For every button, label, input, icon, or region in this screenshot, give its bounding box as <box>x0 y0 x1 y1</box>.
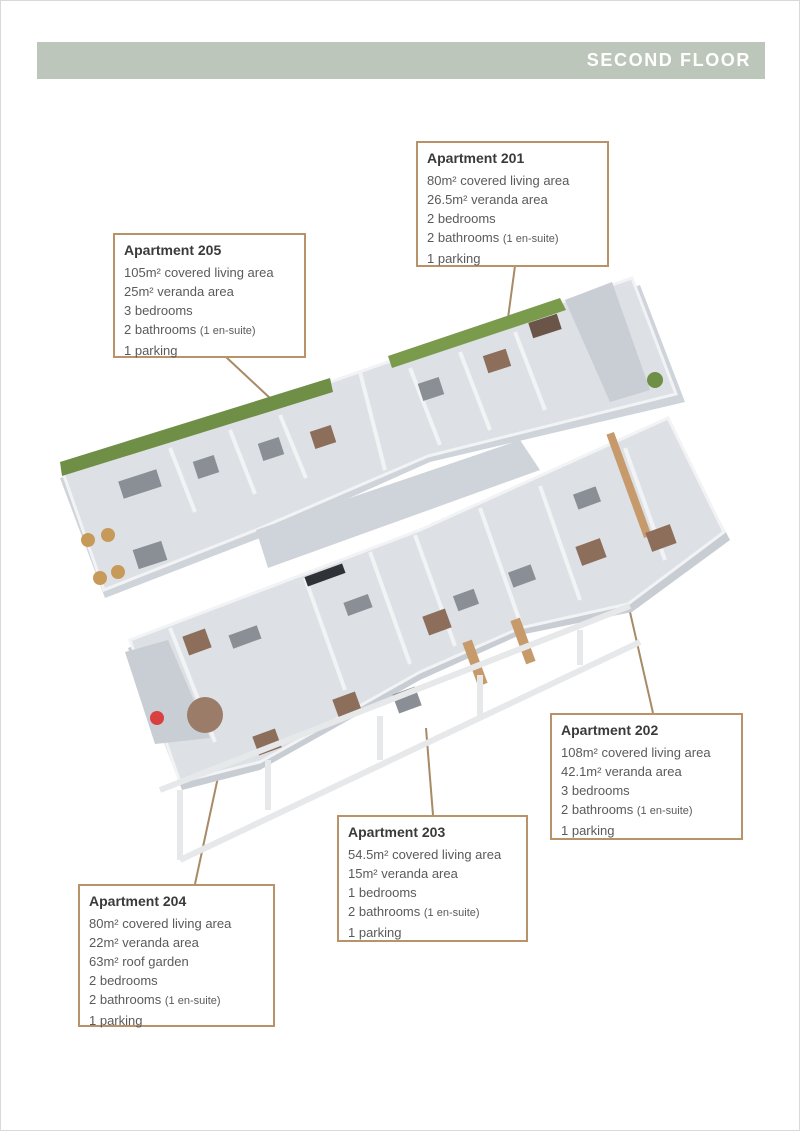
header-bar: SECOND FLOOR <box>37 42 765 79</box>
parking: 1 parking <box>89 1013 143 1028</box>
bathrooms-note: (1 en-suite) <box>164 995 221 1007</box>
bathrooms-note: (1 en-suite) <box>502 233 559 245</box>
right-terrace <box>565 282 650 402</box>
upper-building <box>60 276 685 598</box>
veranda-area: 42.1m² veranda area <box>561 764 682 779</box>
bedrooms: 3 bedrooms <box>124 303 193 318</box>
veranda-area: 25m² veranda area <box>124 284 234 299</box>
terrace-chair <box>150 711 164 725</box>
bathrooms-note: (1 en-suite) <box>423 907 480 919</box>
planting-strip-left <box>60 378 333 476</box>
parking: 1 parking <box>427 251 481 266</box>
parking: 1 parking <box>124 343 178 358</box>
covered-area: 80m² covered living area <box>427 173 570 188</box>
leader-line-205 <box>225 356 273 401</box>
shrub <box>647 372 663 388</box>
bedrooms: 2 bedrooms <box>427 211 496 226</box>
bathrooms-note: (1 en-suite) <box>199 325 256 337</box>
leader-line-202 <box>629 611 654 714</box>
bathrooms-line: 2 bathrooms (1 en-suite) <box>89 990 264 1011</box>
bathrooms-line: 2 bathrooms (1 en-suite) <box>561 800 732 821</box>
veranda-area: 26.5m² veranda area <box>427 192 548 207</box>
apartment-title: Apartment 205 <box>124 242 222 258</box>
bathrooms-note: (1 en-suite) <box>636 805 693 817</box>
parking: 1 parking <box>348 925 402 940</box>
apartment-203-info: Apartment 203 54.5m² covered living area… <box>337 815 528 942</box>
covered-area: 105m² covered living area <box>124 265 274 280</box>
apartment-202-info: Apartment 202 108m² covered living area … <box>550 713 743 840</box>
bedrooms: 3 bedrooms <box>561 783 630 798</box>
dark-kitchen <box>304 563 346 587</box>
apartment-title: Apartment 201 <box>427 150 525 166</box>
bathrooms: 2 bathrooms <box>348 904 421 919</box>
apartment-title: Apartment 202 <box>561 722 659 738</box>
bathrooms-line: 2 bathrooms (1 en-suite) <box>348 902 517 923</box>
apartment-201-info: Apartment 201 80m² covered living area 2… <box>416 141 609 267</box>
corridor <box>256 440 540 568</box>
bathrooms: 2 bathrooms <box>89 992 162 1007</box>
lower-building <box>125 416 730 863</box>
bathrooms: 2 bathrooms <box>124 322 197 337</box>
apartment-title: Apartment 204 <box>89 893 187 909</box>
bathrooms: 2 bathrooms <box>427 230 500 245</box>
covered-area: 54.5m² covered living area <box>348 847 502 862</box>
leader-line-201 <box>507 265 516 319</box>
roof-garden: 63m² roof garden <box>89 954 189 969</box>
covered-area: 108m² covered living area <box>561 745 711 760</box>
spiral-stair <box>187 697 223 733</box>
apartment-205-info: Apartment 205 105m² covered living area … <box>113 233 306 358</box>
veranda-area: 22m² veranda area <box>89 935 199 950</box>
page-title: SECOND FLOOR <box>586 50 751 70</box>
bathrooms-line: 2 bathrooms (1 en-suite) <box>124 320 295 341</box>
lower-block-floor <box>128 416 726 784</box>
veranda-area: 15m² veranda area <box>348 866 458 881</box>
bathrooms: 2 bathrooms <box>561 802 634 817</box>
apartment-204-info: Apartment 204 80m² covered living area 2… <box>78 884 275 1028</box>
parking: 1 parking <box>561 823 615 838</box>
covered-area: 80m² covered living area <box>89 916 232 931</box>
bedrooms: 1 bedrooms <box>348 885 417 900</box>
apartment-title: Apartment 203 <box>348 824 446 840</box>
bathrooms-line: 2 bathrooms (1 en-suite) <box>427 228 598 249</box>
bedrooms: 2 bedrooms <box>89 973 158 988</box>
planting-strip-right <box>388 298 566 368</box>
